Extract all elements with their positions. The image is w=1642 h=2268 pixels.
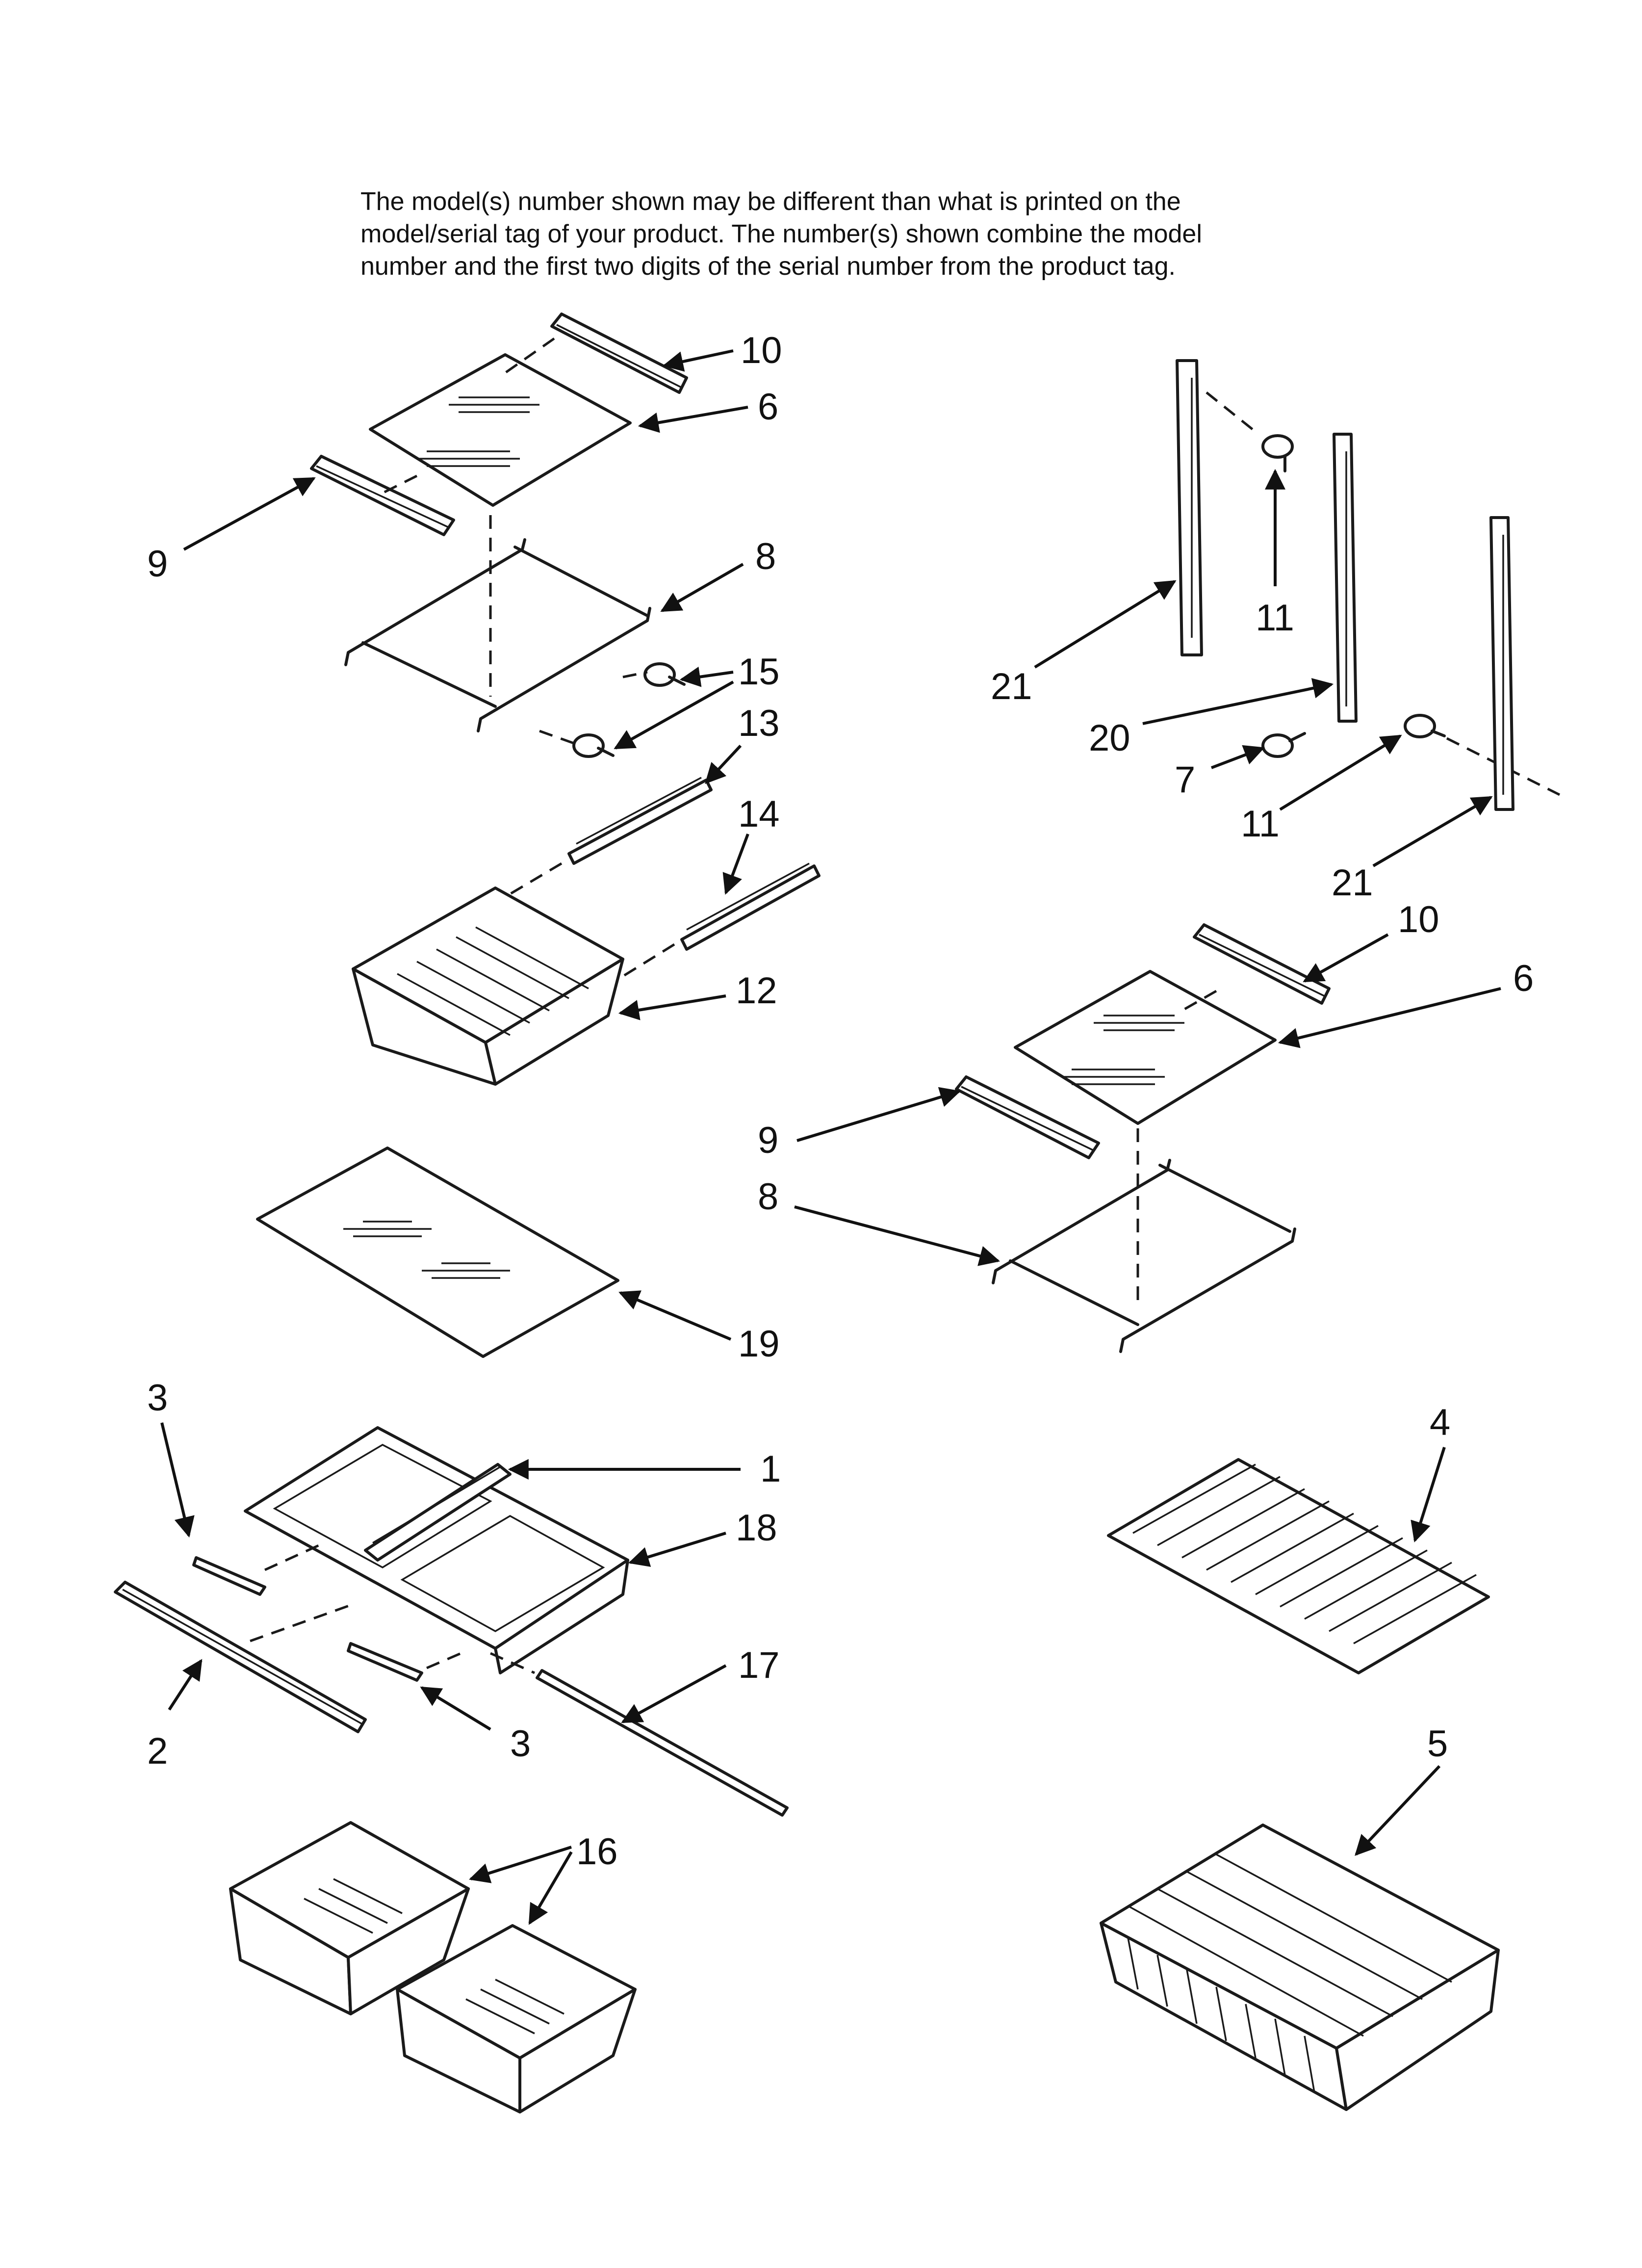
- callout-14: 14: [738, 793, 780, 835]
- part-10-shelf-trim-rear-right: [1193, 923, 1331, 1005]
- part-8-shelf-frame: [344, 538, 651, 732]
- notice-line-3: number and the first two digits of the s…: [360, 252, 1176, 281]
- callout-4: 4: [1430, 1402, 1450, 1443]
- callout-12: 12: [736, 970, 777, 1012]
- callout-6: 6: [1513, 958, 1534, 999]
- part-15-screw-lower: [572, 733, 615, 758]
- part-14-drawer-slide: [680, 862, 821, 951]
- part-6-glass-shelf-right: [1014, 970, 1277, 1125]
- callout-11: 11: [1241, 803, 1280, 845]
- part-11-screw-lower: [1404, 714, 1446, 738]
- part-19-crisper-cover-glass: [256, 1147, 619, 1358]
- part-15-screw-upper: [643, 662, 686, 687]
- part-6-glass-shelf: [369, 353, 632, 507]
- leader-lines: [160, 349, 1501, 1925]
- callout-8: 8: [755, 536, 776, 577]
- part-7-screw: [1261, 732, 1306, 758]
- callout-9: 9: [758, 1120, 778, 1161]
- callout-13: 13: [738, 703, 780, 744]
- part-17-rod: [536, 1669, 789, 1817]
- part-9-shelf-trim-front-right: [955, 1075, 1100, 1159]
- part-11-screw-upper: [1261, 434, 1294, 472]
- part-12-crisper-drawer: [352, 886, 624, 1086]
- part-8-shelf-frame-right: [992, 1159, 1296, 1353]
- callout-10: 10: [741, 330, 782, 371]
- part-3-bracket-right: [347, 1642, 423, 1682]
- callout-21: 21: [1332, 862, 1373, 904]
- model-number-notice: The model(s) number shown may be differe…: [360, 185, 1341, 283]
- callout-10: 10: [1398, 899, 1439, 940]
- callout-21: 21: [991, 666, 1032, 707]
- callout-2: 2: [147, 1730, 168, 1772]
- part-2-crisper-trim: [114, 1581, 367, 1733]
- part-10-shelf-trim-rear: [550, 313, 688, 394]
- notice-line-2: model/serial tag of your product. The nu…: [360, 220, 1202, 248]
- part-9-shelf-trim-front: [310, 455, 455, 536]
- callout-6: 6: [758, 386, 778, 428]
- callout-5: 5: [1427, 1723, 1448, 1765]
- callout-18: 18: [736, 1507, 777, 1549]
- part-21-shelf-support-right: [1489, 516, 1514, 811]
- part-16-door-bin-right: [396, 1924, 637, 2113]
- part-13-drawer-slide: [567, 777, 713, 865]
- callout-19: 19: [738, 1323, 780, 1365]
- callout-16: 16: [576, 1831, 618, 1873]
- callout-3: 3: [510, 1723, 531, 1765]
- part-16-door-bin-left: [229, 1821, 470, 2015]
- callout-17: 17: [738, 1644, 780, 1686]
- callout-3: 3: [147, 1377, 168, 1419]
- callout-11: 11: [1256, 597, 1294, 639]
- part-3-bracket-left: [192, 1556, 266, 1596]
- part-20-shelf-support-center: [1333, 433, 1358, 723]
- part-4-wire-shelf: [1107, 1458, 1490, 1674]
- part-18-crisper-frame: [244, 1426, 629, 1674]
- callout-8: 8: [758, 1176, 778, 1218]
- callout-7: 7: [1175, 759, 1195, 801]
- notice-line-1: The model(s) number shown may be differe…: [360, 187, 1181, 216]
- callout-9: 9: [147, 543, 168, 585]
- part-5-wire-basket: [1100, 1824, 1500, 2111]
- callout-1: 1: [760, 1448, 781, 1490]
- callout-15: 15: [738, 651, 780, 693]
- callout-20: 20: [1089, 717, 1130, 759]
- part-21-shelf-support-left: [1176, 359, 1203, 656]
